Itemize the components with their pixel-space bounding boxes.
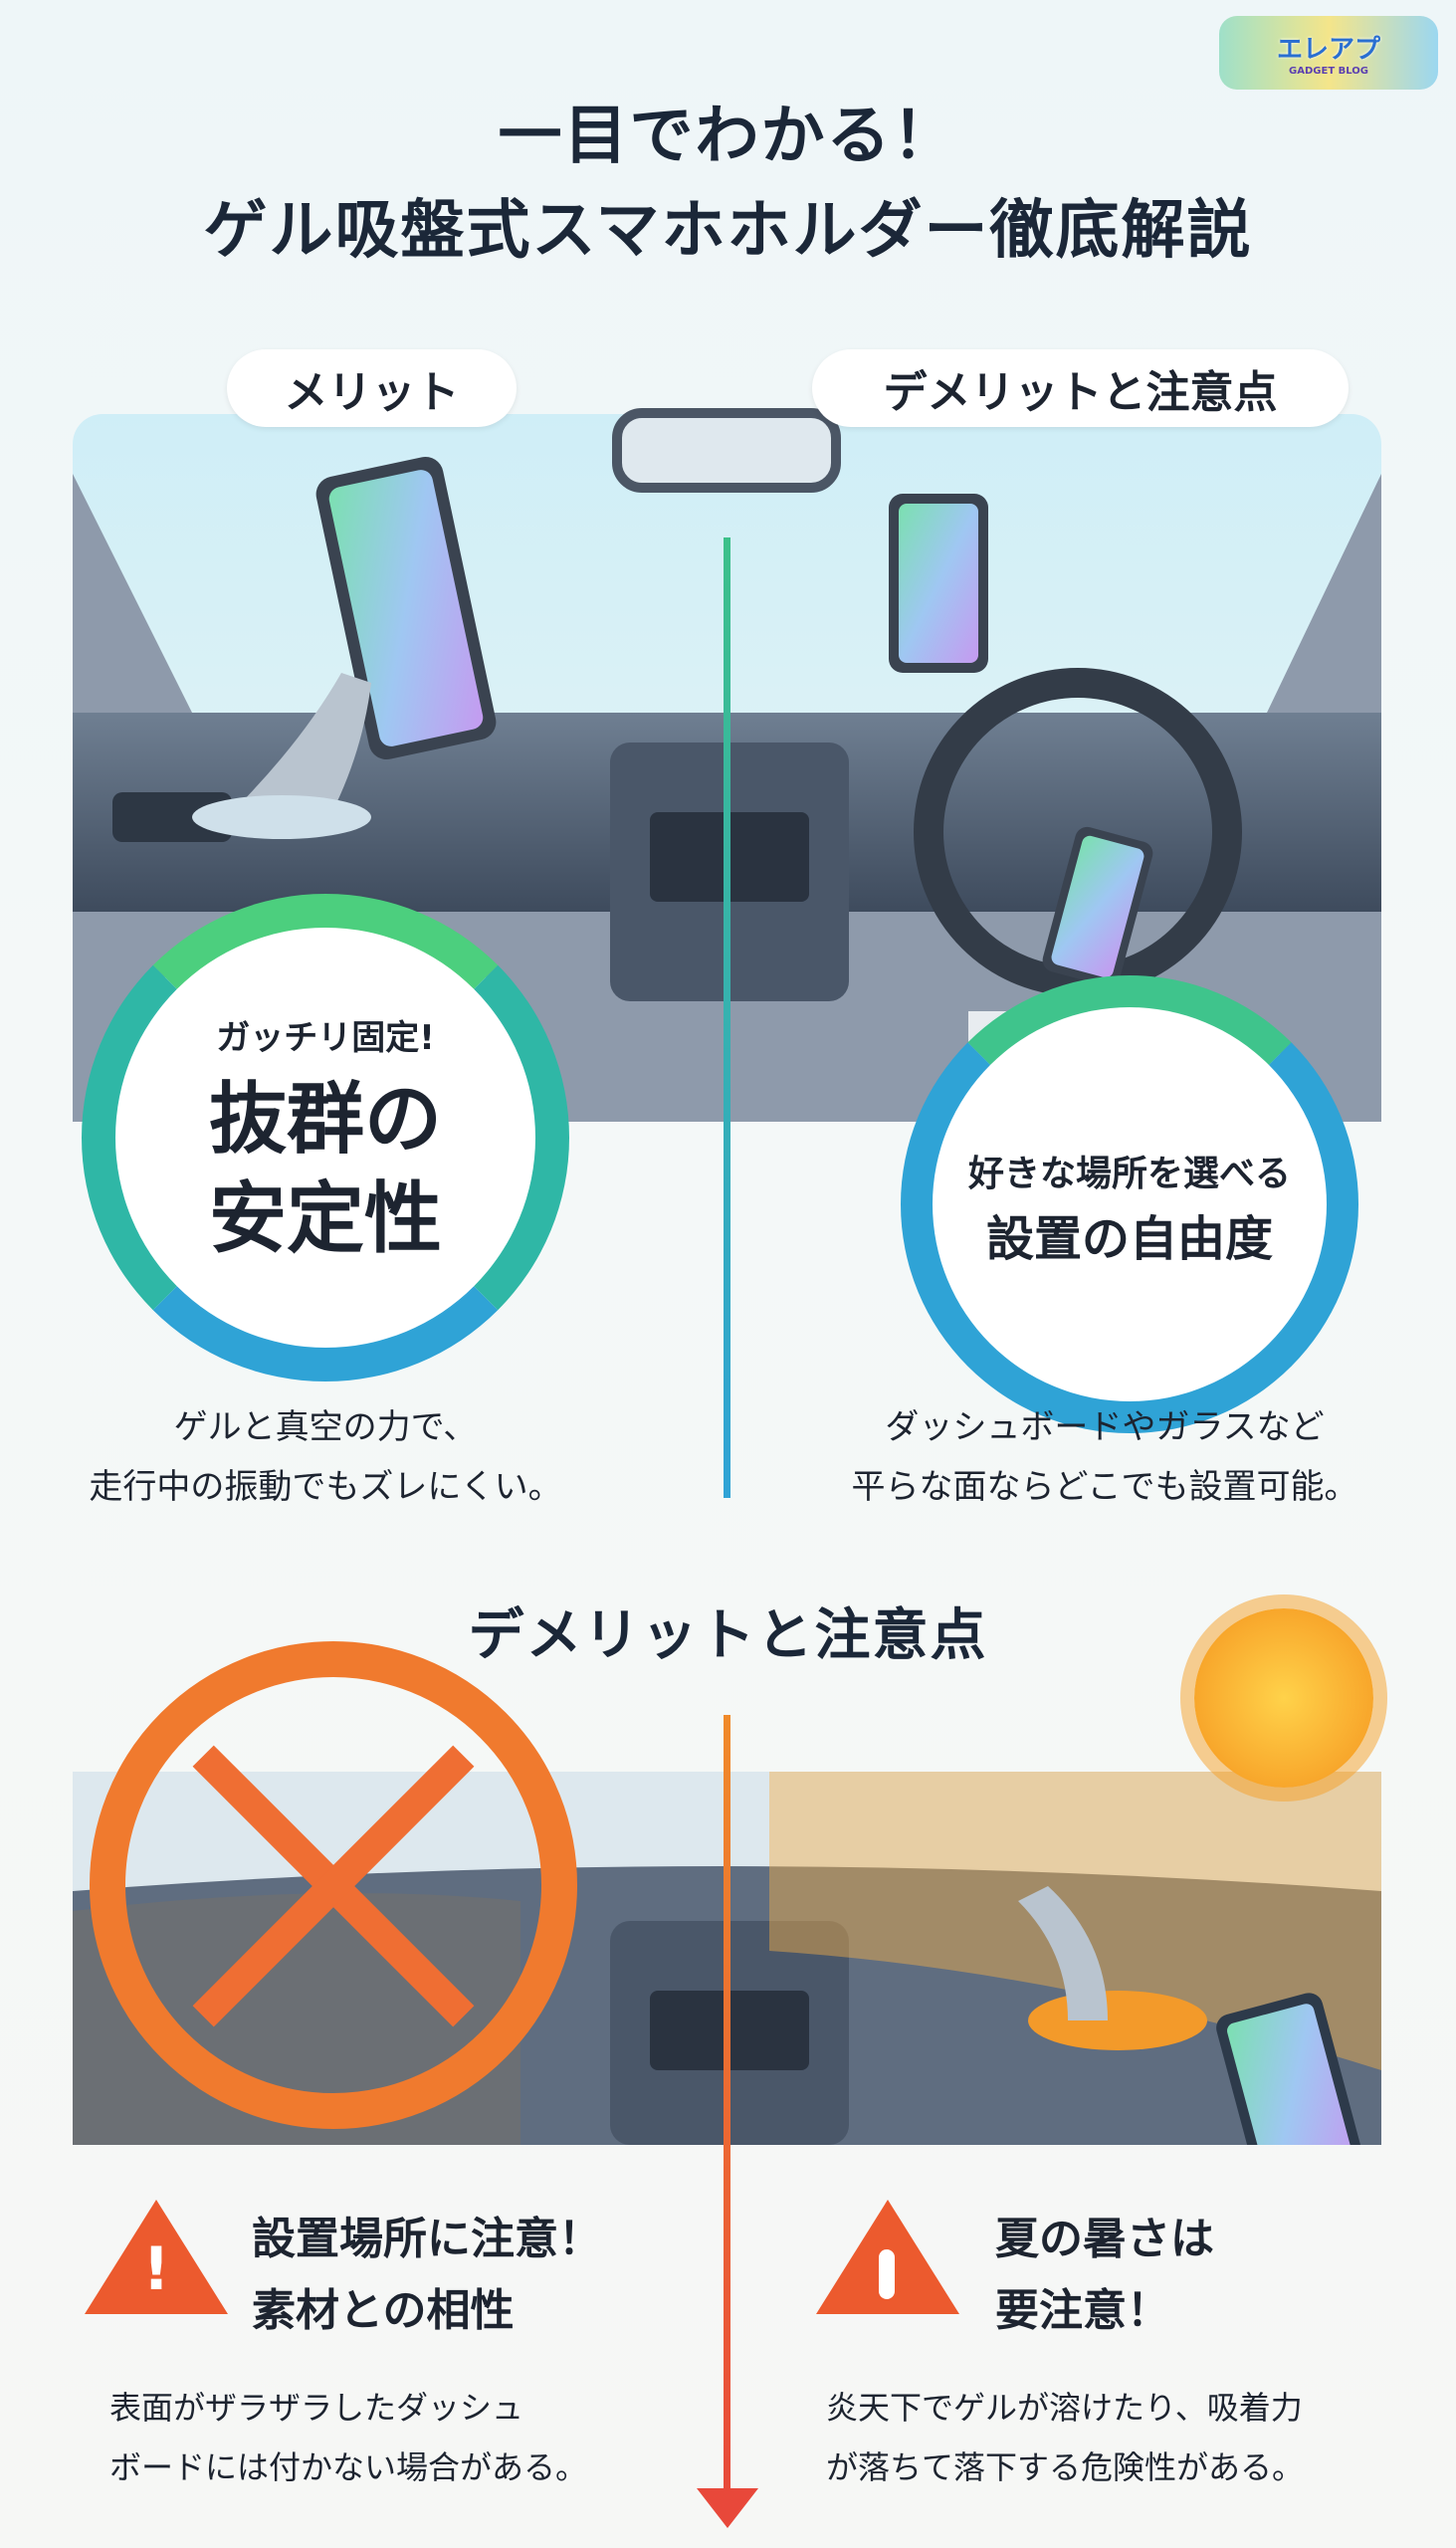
merit-caption-2: 走行中の振動でもズレにくい。 (89, 1467, 562, 1507)
freedom-caption-1: ダッシュボードやガラスなど (885, 1407, 1325, 1447)
title-line1: 一目でわかる！ (498, 100, 958, 173)
merit-caption-1: ゲルと真空の力で、 (173, 1407, 478, 1447)
logo-name: エレアプ (1276, 35, 1380, 65)
right-caption-1: 炎天下でゲルが溶けたり、吸着力 (826, 2389, 1303, 2427)
right-warn-title1: 夏の暑さは (995, 2214, 1214, 2264)
blog-logo[interactable]: エレアプ GADGET BLOG (1219, 16, 1438, 90)
freedom-small: 好きな場所を選べる (967, 1154, 1291, 1194)
left-warn-title2: 素材との相性 (252, 2285, 515, 2336)
left-caption-2: ボードには付かない場合がある。 (109, 2448, 588, 2486)
rearview-mirror-icon (612, 408, 841, 493)
freedom-caption-2: 平らな面ならどこでも設置可能。 (851, 1467, 1358, 1507)
right-warn-title2: 要注意！ (995, 2285, 1170, 2336)
divider-line (724, 537, 730, 1498)
freedom-main: 設置の自由度 (985, 1211, 1273, 1267)
right-caption-2: が落ちて落下する危険性がある。 (826, 2448, 1305, 2486)
exclamation-glyph: ! (142, 2234, 170, 2304)
merit-label: メリット (227, 349, 517, 427)
title-line2: ゲル吸盤式スマホホルダー徹底解説 (203, 194, 1253, 268)
demerit-label: デメリットと注意点 (812, 349, 1349, 427)
arrow-down-icon (697, 2488, 758, 2528)
thermometer-icon (879, 2249, 895, 2299)
left-caption-1: 表面がザラザラしたダッシュ (109, 2389, 524, 2427)
divider-arrow-line (724, 1715, 730, 2511)
badge-line2: 安定性 (208, 1174, 442, 1264)
logo-sub: GADGET BLOG (1289, 66, 1368, 77)
badge-line1: 抜群の (208, 1075, 442, 1165)
warning-icon (85, 2200, 228, 2314)
left-warn-title1: 設置場所に注意！ (252, 2214, 602, 2264)
section2-heading: デメリットと注意点 (468, 1603, 988, 1668)
sun-icon (1194, 1608, 1373, 1788)
badge-small: ガッチリ固定! (216, 1018, 435, 1058)
melted-gel (1028, 1991, 1207, 2050)
